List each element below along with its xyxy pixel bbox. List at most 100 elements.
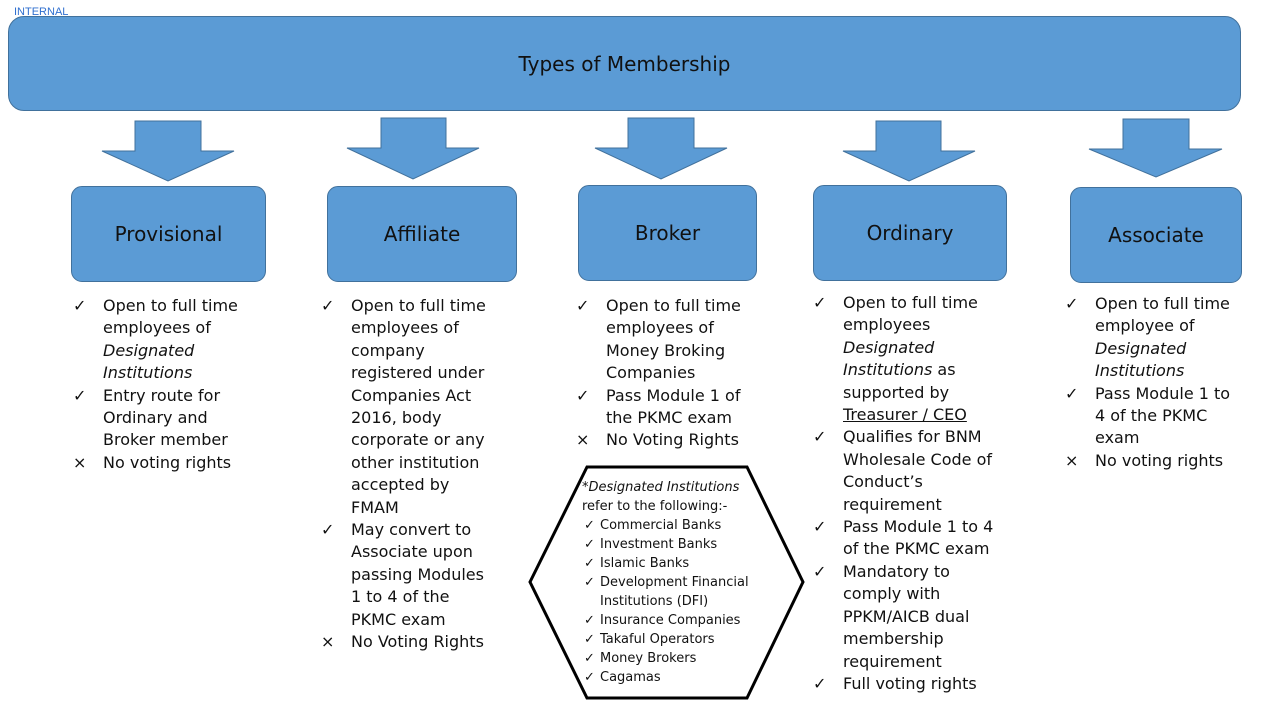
associate-card: Associate [1070, 187, 1242, 283]
requirement-text: No voting rights [1095, 451, 1223, 470]
checkmark-icon: ✓ [584, 575, 595, 590]
institution-item: ✓ Development Financial Institutions (DFI… [582, 573, 772, 611]
affiliate-requirements: ✓ Open to full time employees of company … [319, 295, 499, 654]
requirement-text: No Voting Rights [606, 430, 739, 449]
requirement-text-part: Pass Module 1 of the PKMC exam [606, 385, 741, 428]
checkmark-icon: ✓ [584, 613, 595, 628]
requirement-text-part: Open to full time employee of [1095, 294, 1230, 336]
note-heading: *Designated Institutions [582, 478, 772, 497]
requirement-item: ✓ Entry route for Ordinary and Broker mem… [71, 385, 251, 452]
requirement-text: May convert to Associate upon passing Mo… [351, 520, 484, 629]
card-label: Provisional [114, 222, 223, 246]
checkmark-icon: ✓ [584, 651, 595, 666]
requirement-text-part: Entry route for Ordinary and Broker memb… [103, 385, 228, 450]
requirement-text-part: Designated Institutions [1095, 338, 1187, 381]
checkmark-icon: ✓ [576, 385, 590, 405]
institution-item: ✓ Money Brokers [582, 649, 772, 668]
institution-label: Money Brokers [600, 651, 697, 666]
requirement-text-part: Mandatory to comply with PPKM/AICB dual … [843, 561, 970, 671]
cross-icon: × [1065, 450, 1079, 470]
checkmark-icon: ✓ [584, 632, 595, 647]
card-label: Associate [1108, 223, 1204, 247]
checkmark-icon: ✓ [1065, 383, 1079, 403]
checkmark-icon: ✓ [584, 518, 595, 533]
arrow-down-icon-5 [1088, 118, 1223, 178]
requirement-text-part: Qualifies for BNM Wholesale Code of Cond… [843, 427, 993, 514]
requirement-text-part: Open to full time employees of company r… [351, 296, 486, 517]
affiliate-card: Affiliate [327, 186, 517, 282]
requirement-item: ✓ Pass Module 1 to 4 of the PKMC exam [1063, 383, 1243, 450]
cross-icon: × [576, 430, 590, 450]
associate-requirements: ✓ Open to full time employee of Designate… [1063, 293, 1243, 472]
requirement-text: Open to full time employees Designated I… [843, 293, 978, 424]
requirement-text-part: No Voting Rights [351, 632, 484, 652]
requirement-text: Pass Module 1 to 4 of the PKMC exam [1095, 384, 1230, 448]
institution-label: Islamic Banks [600, 556, 690, 571]
requirement-text-part: Full voting rights [843, 673, 977, 693]
institution-item: ✓Takaful Operators [582, 630, 772, 649]
institution-label: Insurance Companies [600, 613, 741, 628]
institution-item: ✓ Commercial Banks [582, 516, 772, 535]
checkmark-icon: ✓ [73, 385, 87, 405]
checkmark-icon: ✓ [813, 673, 827, 693]
requirement-text: Entry route for Ordinary and Broker memb… [103, 386, 228, 450]
types-of-membership-banner: Types of Membership [8, 16, 1241, 111]
institution-label: Cagamas [600, 670, 661, 685]
provisional-card: Provisional [71, 186, 266, 282]
institution-item: ✓ Islamic Banks [582, 554, 772, 573]
checkmark-icon: ✓ [813, 293, 827, 312]
checkmark-icon: ✓ [321, 296, 335, 315]
card-label: Affiliate [383, 222, 461, 246]
requirement-text: Pass Module 1 of the PKMC exam [606, 386, 740, 427]
requirement-text-part: Designated Institutions [103, 340, 195, 383]
note-items: ✓ Commercial Banks ✓Investment Banks ✓ Islam… [582, 516, 772, 687]
requirement-item: ✓ Open to full time employee of Designate… [1063, 293, 1243, 383]
requirement-item: × No voting rights [71, 452, 251, 474]
requirement-text: No voting rights [103, 453, 231, 472]
requirement-text: Qualifies for BNM Wholesale Code of Cond… [843, 427, 992, 513]
requirement-item: ✓ Pass Module 1 of the PKMC exam [574, 385, 754, 430]
requirement-item: ✓May convert to Associate upon passing M… [319, 519, 499, 631]
requirement-text: Open to full time employees of Designate… [103, 296, 238, 382]
provisional-requirements: ✓ Open to full time employees of Designat… [71, 295, 251, 474]
checkmark-icon: ✓ [584, 670, 595, 685]
arrow-down-icon-1 [101, 120, 235, 182]
requirement-text: No Voting Rights [351, 632, 484, 651]
institution-label: Commercial Banks [600, 518, 722, 533]
broker-requirements: ✓Open to full time employees of Money Br… [574, 295, 754, 452]
note-prefix: * [582, 480, 589, 495]
requirement-item: ✓Pass Module 1 to 4 of the PKMC exam [811, 516, 996, 561]
requirement-item: ✓ Open to full time employees Designated … [811, 292, 996, 426]
broker-card: Broker [578, 185, 757, 281]
requirement-item: ✓ Mandatory to comply with PPKM/AICB dual… [811, 561, 996, 673]
checkmark-icon: ✓ [813, 561, 827, 581]
cross-icon: × [73, 452, 87, 472]
requirement-item: ✓ Qualifies for BNM Wholesale Code of Con… [811, 426, 996, 516]
requirement-text-part: No voting rights [1095, 450, 1224, 470]
requirement-text-part: as supported by [843, 360, 956, 402]
card-label: Ordinary [866, 221, 954, 245]
institution-label: Development Financial Institutions (DFI) [600, 575, 749, 609]
arrow-down-icon-4 [842, 120, 976, 182]
requirement-text: Open to full time employees of company r… [351, 296, 486, 517]
institution-item: ✓Investment Banks [582, 535, 772, 554]
requirement-item: ✓ Open to full time employees of company … [319, 295, 499, 519]
checkmark-icon: ✓ [1065, 294, 1079, 313]
checkmark-icon: ✓ [584, 556, 595, 571]
note-heading-italic: Designated Institutions [588, 480, 740, 495]
institution-item: ✓ Insurance Companies [582, 611, 772, 630]
requirement-text: Full voting rights [843, 674, 977, 693]
banner-title: Types of Membership [518, 51, 731, 76]
arrow-down-icon-2 [346, 117, 480, 180]
requirement-text-part: Treasurer / CEO [843, 405, 967, 425]
requirement-item: × No voting rights [1063, 450, 1243, 472]
requirement-item: ✓Open to full time employees of Designat… [71, 295, 251, 385]
requirement-text-part: No Voting Rights [606, 430, 739, 450]
requirement-text-part: May convert to Associate upon passing Mo… [351, 520, 484, 629]
checkmark-icon: ✓ [813, 427, 827, 447]
requirement-text: Pass Module 1 to 4 of the PKMC exam [843, 517, 993, 558]
requirement-text-part: Pass Module 1 to 4 of the PKMC exam [1095, 383, 1231, 448]
designated-institutions-note: *Designated Institutions refer to the fo… [582, 478, 772, 687]
